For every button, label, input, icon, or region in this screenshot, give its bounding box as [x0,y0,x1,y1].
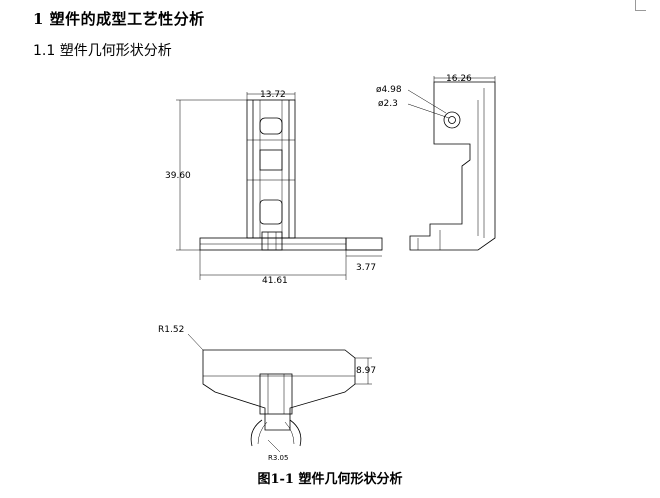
side-hole-inner [448,116,456,124]
right-hook [289,419,302,447]
bottom-profile-outline [202,349,356,431]
dim-bottom-height: 8.97 [356,366,376,376]
dim-corner-radius: R1.52 [158,325,184,335]
front-body-outline [246,99,296,239]
dim-outer-diameter: ø4.98 [376,85,402,95]
dim-hook-radius: R3.05 [268,454,288,462]
dim-bottom-width: 41.61 [262,276,288,286]
subsection-heading: 1.1 塑件几何形状分析 [33,43,172,59]
section-heading: 1 塑件的成型工艺性分析 [33,10,205,28]
bottom-view [187,333,372,453]
dim-top-width: 13.72 [260,90,286,100]
side-profile-outline [409,81,496,251]
dim-inner-diameter: ø2.3 [378,99,398,109]
figure-caption: 图1-1 塑件几何形状分析 [257,472,403,487]
dim-side-width: 16.26 [446,74,472,84]
page-corner-mark [635,0,646,11]
side-hole-outer [443,111,461,129]
dim-flange-thickness: 3.77 [356,263,376,273]
side-view [407,76,496,251]
left-hook [250,419,263,447]
front-view [176,92,383,280]
dim-height: 39.60 [165,171,191,181]
